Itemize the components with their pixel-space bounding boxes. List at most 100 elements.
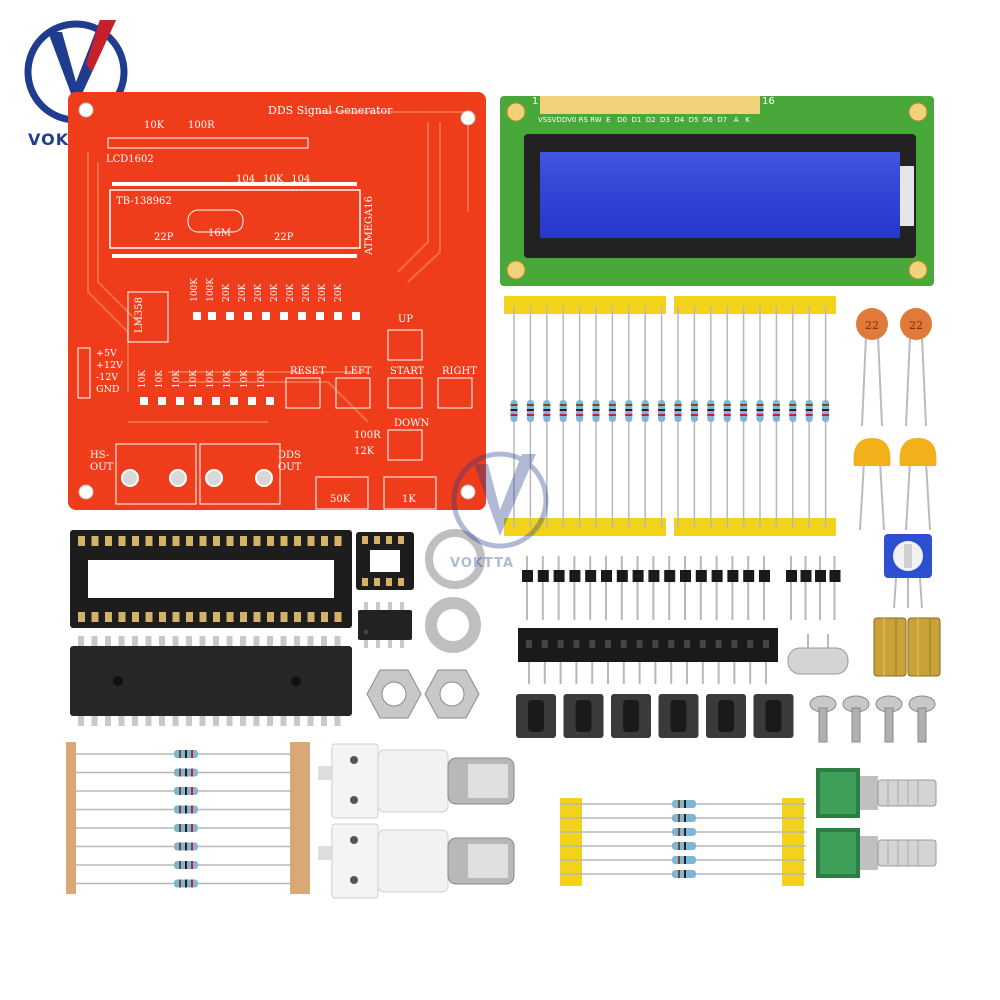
resistor [76,861,290,869]
resistor [789,400,797,422]
chip-pin [253,636,260,648]
crystal-oscillator [786,634,850,678]
res-label: 20K [302,283,312,302]
res-12k-label: 12K [354,446,375,457]
resistor [76,787,290,795]
res-100r-label: 100R [354,430,381,441]
socket-pin [118,536,126,546]
res-label: 20K [254,283,264,302]
header-socket-hole [763,640,769,648]
socket-pin [91,612,99,622]
header-socket-hole [731,640,738,648]
resistor [76,805,290,814]
header-pin [537,556,549,620]
socket-pin [334,612,342,622]
mcu-label: ATMEGA16 [364,196,375,255]
resistor-strip-small [560,796,806,890]
btn-right-label: RIGHT [442,366,477,377]
btn-left-label: LEFT [344,366,372,377]
chip-pin [186,636,192,648]
socket-pin [78,612,85,622]
header-socket-hole [668,640,675,648]
resistor [560,800,806,808]
header-pin [585,556,597,620]
resistor [707,400,715,422]
hex-nut [366,668,422,720]
resistor [560,870,806,878]
res-label: 20K [270,283,280,302]
caps-row-labels: 104 10K 104 [236,174,310,185]
bnc-connector [318,736,518,826]
cap-value: 22 [909,319,923,332]
res-label: 10K [263,174,284,185]
header-socket-hole [636,640,643,648]
socket-pin [213,612,220,622]
dds-out-label: DDS OUT [278,450,301,474]
pot-1k-label: 1K [402,494,416,505]
header-pin [829,556,841,620]
socket-pin [145,612,153,622]
header-socket-hole [699,640,706,648]
header-socket-hole [715,640,722,648]
socket-pin [226,612,234,622]
rotary-potentiometer [814,826,938,880]
atmega16-chip [70,636,352,726]
hex-nut [424,668,480,720]
socket-pin [132,612,139,622]
res-label: 10K [206,370,216,389]
watermark-logo: VOKTTA [440,440,560,590]
chip-pin [307,714,314,726]
btn-start-label: START [390,366,425,377]
hs-out-label: HS- OUT [90,450,113,474]
chip-pin [280,714,287,726]
watermark-text: VOKTTA [450,556,515,571]
ceramic-capacitor: 22 [896,306,936,427]
tactile-switch [753,694,794,738]
res-label: 10K [240,370,250,389]
chip-pin [240,636,246,648]
chip-pin [91,636,98,648]
pcb-res-10k-top: 10K [144,120,165,131]
cap-22p-left-label: 22P [154,232,174,243]
power-neg12v-label: -12V [96,372,119,383]
res-label: 10K [257,370,267,389]
res-label: 10K [155,370,165,389]
header-socket-hole [684,640,690,648]
socket-pin [186,612,193,622]
socket-pin [186,536,193,546]
socket-pin [280,536,288,546]
chip-pin [105,636,111,648]
resistor [560,856,806,864]
chip-pin [78,714,84,726]
power-5v-label: +5V [96,348,117,359]
resistor [543,400,551,422]
resistor [805,400,813,422]
resistor [76,879,290,888]
pcb-board: DDS Signal Generator 10K 100R LCD1602 10… [68,92,486,510]
btn-reset-label: RESET [290,366,326,377]
crystal-label: 16M [208,228,231,239]
res-label: 10K [189,370,199,389]
header-pin [569,556,581,620]
resistor [625,400,633,422]
resistor [658,400,666,422]
chip-pin [145,714,152,726]
header-socket-hole [747,640,754,648]
resistor-bundle [504,296,836,540]
resistor [559,400,567,422]
tactile-switch [658,694,699,738]
resistor [740,400,748,422]
header-pin [664,556,676,620]
pcb-title: DDS Signal Generator [268,104,393,117]
chip-pin [226,714,233,726]
chip-pin [105,714,111,726]
lcd-pin-1: 1 [532,96,539,107]
lcd-pin-16: 16 [762,96,775,107]
bnc-connector [318,816,518,906]
socket-pin [334,536,342,546]
header-socket-hole [557,640,564,648]
socket-pin [240,612,247,622]
socket-pin [199,536,207,546]
socket-pin [307,612,315,622]
btn-up-label: UP [398,314,414,325]
